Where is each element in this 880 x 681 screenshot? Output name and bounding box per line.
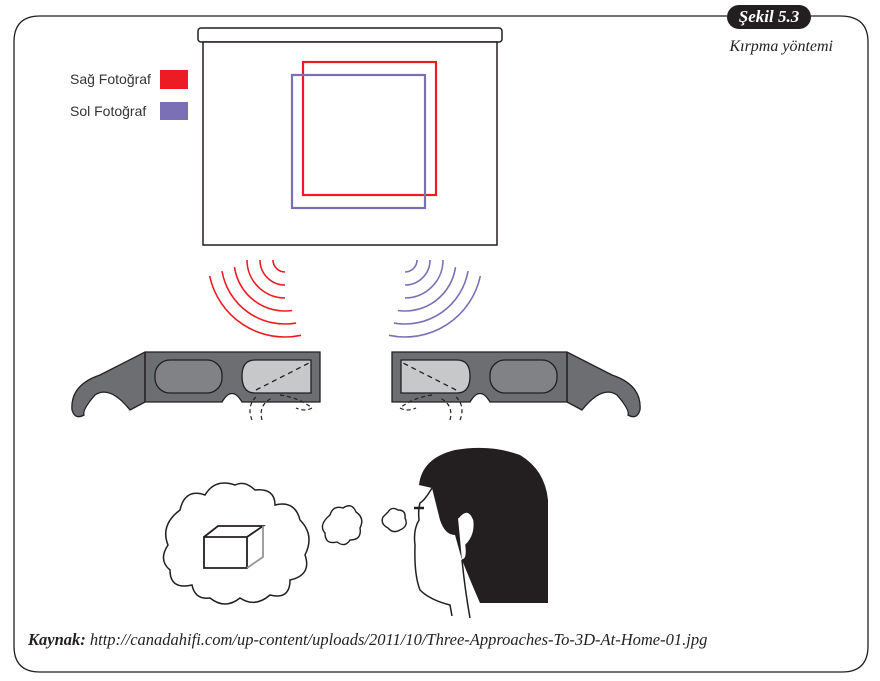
person-head <box>413 447 548 619</box>
legend-swatch-right <box>160 70 188 89</box>
source-label: Kaynak: <box>28 630 86 649</box>
cube-icon <box>203 525 266 569</box>
thought-cloud <box>162 482 310 605</box>
legend-label-right-photo: Sağ Fotoğraf <box>70 71 151 87</box>
figure-subtitle: Kırpma yöntemi <box>729 38 833 55</box>
right-photo-frame <box>301 60 438 197</box>
right-glasses <box>391 351 641 421</box>
left-photo-frame <box>290 73 427 210</box>
figure-frame <box>13 15 869 673</box>
purple-light-waves <box>388 259 482 338</box>
figure-number-badge: Şekil 5.3 <box>727 5 811 29</box>
legend-swatch-left <box>160 102 188 120</box>
source-url: http://canadahifi.com/up-content/uploads… <box>89 630 708 649</box>
red-light-waves <box>208 259 302 338</box>
left-glasses <box>71 351 321 421</box>
small-thought-cloud <box>321 505 363 546</box>
tiny-thought-cloud <box>381 507 407 533</box>
source-caption: Kaynak: http://canadahifi.com/up-content… <box>28 630 707 650</box>
legend-label-left-photo: Sol Fotoğraf <box>70 103 147 119</box>
projection-screen <box>197 27 503 246</box>
